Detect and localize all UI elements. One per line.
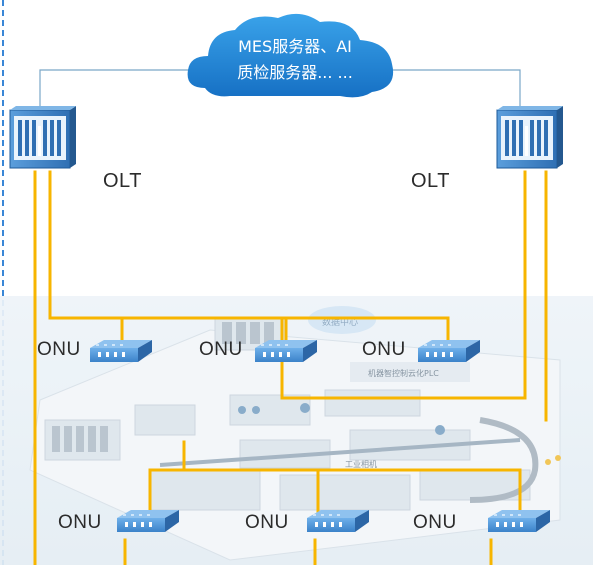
server-cloud: [187, 13, 394, 98]
factory-plc-label: 机器智控制云化PLC: [368, 368, 439, 378]
olt-label-right: OLT: [411, 170, 450, 192]
olt-device-right: [496, 105, 564, 169]
factory-line-label: 工业相机: [345, 459, 377, 469]
uplink-lines: [39, 69, 521, 112]
onu-label-4: ONU: [58, 512, 102, 533]
onu-label-3: ONU: [362, 339, 406, 360]
onu-label-2: ONU: [199, 339, 243, 360]
olt-device-left: [9, 105, 77, 169]
fiber-network: [33, 170, 548, 567]
onu-label-6: ONU: [413, 512, 457, 533]
cloud-label-line-2: 质检服务器... ...: [237, 63, 353, 82]
olt-label-left: OLT: [103, 170, 142, 192]
cloud-label: MES服务器、AI 质检服务器... ...: [200, 34, 390, 86]
cloud-label-line-1: MES服务器、AI: [238, 37, 352, 56]
onu-label-5: ONU: [245, 512, 289, 533]
onu-label-1: ONU: [37, 339, 81, 360]
